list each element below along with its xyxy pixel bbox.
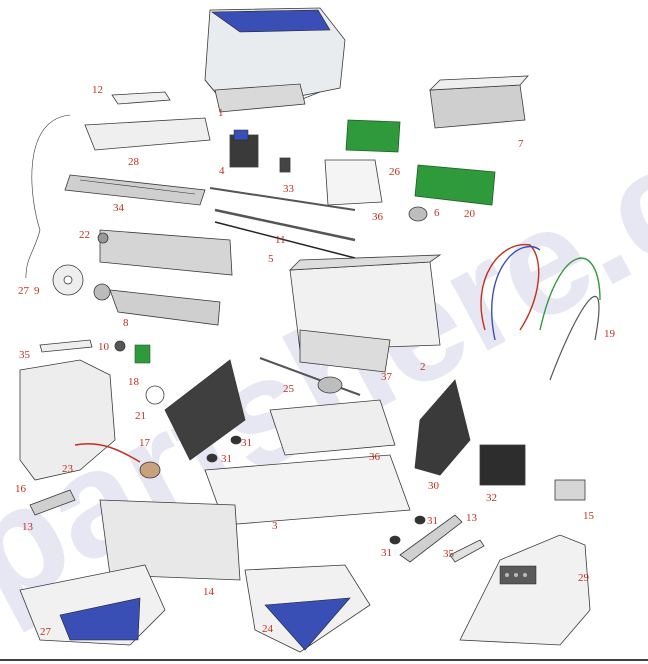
callout-25: 25 bbox=[283, 383, 295, 395]
part-31-feet bbox=[206, 435, 426, 545]
callout-36b: 36 bbox=[369, 451, 381, 463]
part-top-cover bbox=[204, 7, 346, 113]
callout-17: 17 bbox=[139, 437, 151, 449]
part-16-side-cover bbox=[19, 359, 116, 481]
callout-5: 5 bbox=[268, 253, 274, 265]
callout-3: 3 bbox=[272, 520, 278, 532]
part-19-cables bbox=[480, 243, 601, 381]
callout-24: 24 bbox=[262, 623, 274, 635]
part-2-chassis bbox=[288, 254, 442, 351]
part-27b-output-tray bbox=[19, 564, 166, 646]
part-25-shaft bbox=[259, 357, 361, 396]
callout-33: 33 bbox=[283, 183, 295, 195]
part-11-rods bbox=[209, 187, 356, 259]
callout-23: 23 bbox=[62, 463, 74, 475]
callout-labels: 1 2 3 4 5 6 7 8 9 10 11 12 13 13 14 15 1… bbox=[15, 84, 616, 638]
part-8-tray-shaft bbox=[93, 283, 221, 326]
callout-31d: 31 bbox=[381, 547, 392, 559]
callout-11: 11 bbox=[275, 234, 286, 246]
part-32-service-station bbox=[479, 444, 526, 486]
callout-6: 6 bbox=[434, 207, 440, 219]
part-10-gear bbox=[114, 340, 126, 352]
part-23-motor bbox=[74, 442, 161, 479]
part-37-carriage-assembly bbox=[299, 329, 391, 373]
callout-37: 37 bbox=[381, 371, 393, 383]
callout-14: 14 bbox=[203, 586, 215, 598]
callout-26: 26 bbox=[389, 166, 401, 178]
callout-28: 28 bbox=[128, 156, 140, 168]
part-18-sensor-board bbox=[134, 344, 151, 364]
callout-9: 9 bbox=[34, 285, 40, 297]
part-12-paper-guide bbox=[111, 91, 171, 105]
callout-19: 19 bbox=[604, 328, 616, 340]
part-9-disc bbox=[52, 264, 84, 296]
part-27-cable bbox=[25, 114, 71, 279]
part-36b-base bbox=[269, 399, 396, 456]
part-35b-clip bbox=[449, 539, 485, 563]
part-17-frame bbox=[164, 359, 246, 461]
callout-20: 20 bbox=[464, 208, 476, 220]
part-35-guide bbox=[39, 339, 93, 353]
callout-21: 21 bbox=[135, 410, 146, 422]
callout-27a: 27 bbox=[18, 285, 30, 297]
part-14-input-tray bbox=[99, 499, 241, 581]
callout-27b: 27 bbox=[40, 626, 52, 638]
callout-35b: 35 bbox=[443, 548, 455, 560]
callout-15: 15 bbox=[583, 510, 595, 522]
callout-8: 8 bbox=[123, 317, 129, 329]
part-28-cover-bar bbox=[84, 117, 211, 151]
part-33-clip bbox=[279, 157, 291, 173]
part-34-frame bbox=[64, 174, 206, 206]
part-20-board bbox=[414, 164, 496, 206]
callout-30: 30 bbox=[428, 480, 440, 492]
callout-34: 34 bbox=[113, 202, 125, 214]
part-26-board bbox=[345, 119, 401, 153]
part-30-side-frame bbox=[414, 379, 471, 476]
callout-31b: 31 bbox=[221, 453, 232, 465]
callout-7: 7 bbox=[518, 138, 524, 150]
part-6-roller bbox=[408, 206, 428, 222]
callout-12: 12 bbox=[92, 84, 103, 96]
callout-18: 18 bbox=[128, 376, 140, 388]
callout-35a: 35 bbox=[19, 349, 31, 361]
part-13-guides bbox=[29, 489, 463, 563]
part-7-housing bbox=[428, 75, 529, 129]
part-24-tray-extension bbox=[244, 564, 371, 653]
part-15-cap bbox=[554, 479, 586, 501]
callout-32: 32 bbox=[486, 492, 497, 504]
callout-16: 16 bbox=[15, 483, 27, 495]
callout-31a: 31 bbox=[241, 437, 252, 449]
part-22-carriage bbox=[97, 229, 233, 276]
part-29-printer bbox=[459, 534, 591, 646]
callout-13a: 13 bbox=[22, 521, 34, 533]
callout-2: 2 bbox=[420, 361, 426, 373]
callout-22: 22 bbox=[79, 229, 90, 241]
callout-4: 4 bbox=[219, 165, 225, 177]
callout-29: 29 bbox=[578, 572, 590, 584]
callout-36a: 36 bbox=[372, 211, 384, 223]
callout-1: 1 bbox=[218, 107, 224, 119]
callout-10: 10 bbox=[98, 341, 110, 353]
part-36-bracket bbox=[324, 159, 383, 206]
callout-31c: 31 bbox=[427, 515, 438, 527]
part-21-ring bbox=[145, 385, 165, 405]
part-4-print-cartridge-holder bbox=[229, 129, 259, 168]
callout-13b: 13 bbox=[466, 512, 478, 524]
